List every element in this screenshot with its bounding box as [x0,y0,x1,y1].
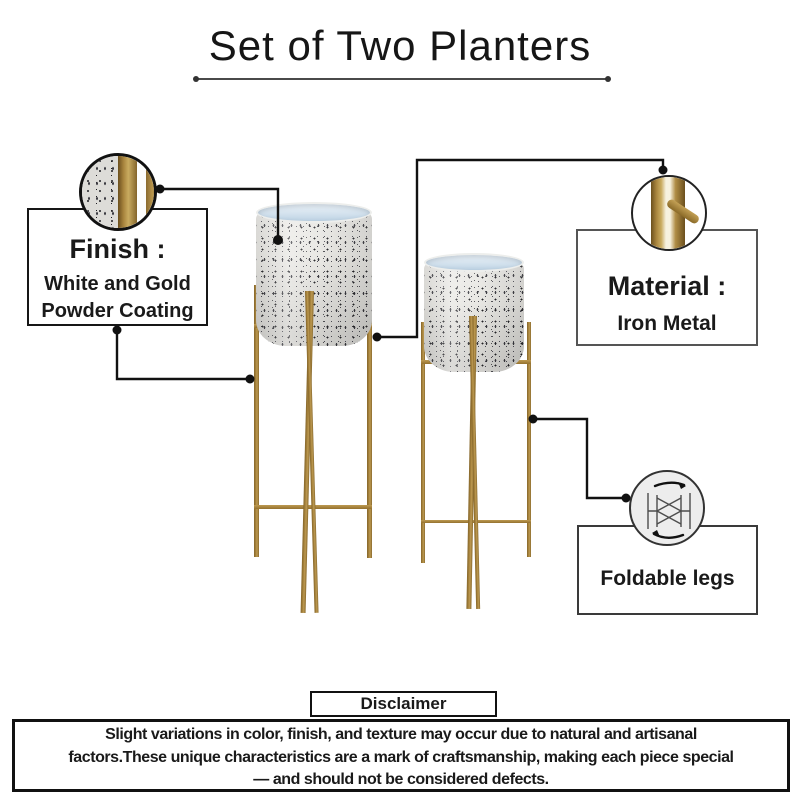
disclaimer-line-3: — and should not be considered defects. [253,771,549,788]
stand-small-left-leg [421,322,425,563]
page-title: Set of Two Planters [208,22,592,69]
pot-large-body [256,211,372,346]
material-detail-zoom-icon [631,175,707,251]
foldable-label: Foldable legs [600,567,735,590]
pot-large [256,202,372,346]
finish-heading: Finish : [69,234,166,264]
material-line1: Iron Metal [617,312,717,335]
pot-large-rim [256,202,372,223]
underline-left-dot [193,76,199,82]
finish-line2: Powder Coating [41,300,194,322]
pot-small-rim [424,253,524,272]
finish-detail-zoom-icon [79,153,157,231]
disclaimer-line-2: factors.These unique characteristics are… [68,748,734,766]
foldable-legs-icon [629,470,705,546]
finish-zoom-gold-band-2 [146,156,154,228]
stand-small-right-leg [527,322,531,557]
title-underline [193,76,611,82]
finish-bottom-connector [115,330,250,381]
finish-zoom-speckle-texture [82,156,118,228]
foldable-legs-glyph [647,481,691,539]
disclaimer-heading: Disclaimer [360,694,447,713]
material-heading: Material : [607,271,727,301]
finish-zoom-gold-band [118,156,137,228]
pot-large-shading [256,211,372,346]
finish-line1: White and Gold [44,273,191,295]
underline-right-dot [605,76,611,82]
finish-zoom-highlight-band [137,156,146,228]
foldable-connector [533,417,626,500]
disclaimer-line-1: Slight variations in color, finish, and … [105,726,697,743]
stand-large-right-leg [367,285,372,558]
disclaimer-box: Slight variations in color, finish, and … [12,719,790,792]
disclaimer-heading-box: Disclaimer [310,691,497,717]
stand-large-left-leg [254,285,259,557]
